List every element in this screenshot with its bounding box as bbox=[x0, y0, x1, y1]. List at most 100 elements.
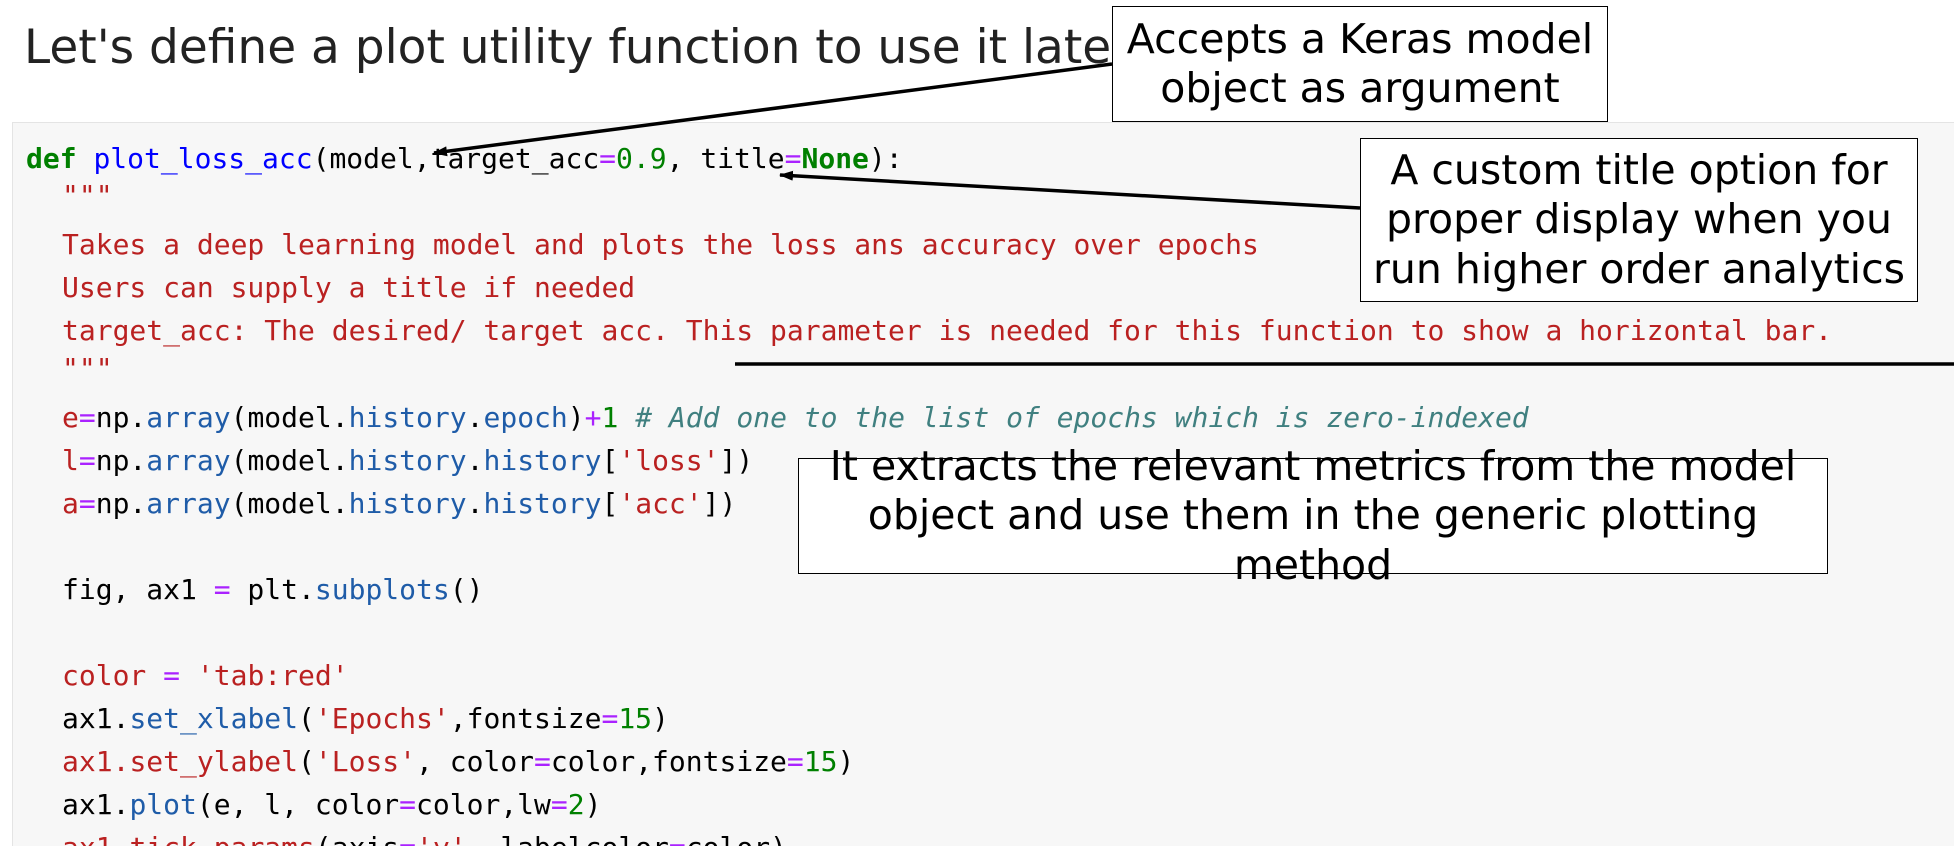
docstring-close: """ bbox=[62, 352, 113, 385]
callout-line: It extracts the relevant metrics from th… bbox=[829, 442, 1797, 491]
docstring-line: Users can supply a title if needed bbox=[62, 271, 636, 304]
code-operator: = bbox=[784, 142, 802, 175]
code-attribute: epoch bbox=[483, 401, 568, 434]
docstring-line: target_acc: The desired/ target acc. Thi… bbox=[62, 314, 1833, 347]
code-token: . bbox=[466, 444, 484, 477]
code-comment: # Add one to the list of epochs which is… bbox=[618, 401, 1529, 434]
code-token: ) bbox=[837, 745, 855, 778]
code-token: plt. bbox=[230, 573, 315, 606]
code-variable: e bbox=[62, 401, 79, 434]
code-token: (model,target_acc bbox=[312, 142, 600, 175]
code-token bbox=[146, 659, 163, 692]
callout-line: proper display when you bbox=[1386, 195, 1892, 244]
code-number: 15 bbox=[803, 745, 838, 778]
keyword-none: None bbox=[801, 142, 869, 175]
code-operator: = bbox=[599, 142, 617, 175]
code-token: (model. bbox=[230, 401, 349, 434]
code-function: array bbox=[146, 401, 231, 434]
code-token: , labelcolor bbox=[467, 831, 669, 846]
code-token: (e, l, color bbox=[196, 788, 400, 821]
code-attribute: history bbox=[348, 487, 467, 520]
code-token: , color bbox=[416, 745, 535, 778]
code-token: ,fontsize bbox=[449, 702, 602, 735]
code-function: tick_params bbox=[129, 831, 314, 846]
code-token: ( bbox=[298, 745, 315, 778]
code-function: array bbox=[146, 444, 231, 477]
code-token: [ bbox=[601, 487, 619, 520]
code-token: ) bbox=[567, 401, 585, 434]
code-token: . bbox=[466, 487, 484, 520]
code-operator: = bbox=[534, 745, 551, 778]
code-operator: = bbox=[786, 745, 804, 778]
function-name: plot_loss_acc bbox=[93, 142, 313, 175]
code-token: color,lw bbox=[416, 788, 551, 821]
code-line-ylabel: ax1.set_ylabel('Loss', color=color,fonts… bbox=[62, 745, 854, 779]
code-string: 'Epochs' bbox=[314, 702, 450, 735]
code-number: 1 bbox=[601, 401, 619, 434]
code-token: (model. bbox=[230, 444, 349, 477]
callout-line: Accepts a Keras model bbox=[1126, 14, 1594, 63]
callout-line: run higher order analytics bbox=[1373, 244, 1905, 293]
code-token: . bbox=[112, 745, 130, 778]
code-token: () bbox=[449, 573, 484, 606]
code-variable: ax1 bbox=[62, 745, 113, 778]
code-token: color) bbox=[686, 831, 787, 846]
code-token: ) bbox=[584, 788, 602, 821]
callout-extract-metrics: It extracts the relevant metrics from th… bbox=[798, 442, 1828, 589]
code-token: color,fontsize bbox=[550, 745, 787, 778]
code-string: 'Loss' bbox=[314, 745, 417, 778]
code-operator: = bbox=[78, 401, 96, 434]
code-function: set_ylabel bbox=[129, 745, 299, 778]
code-string: 'tab:red' bbox=[196, 659, 349, 692]
docstring-line: Takes a deep learning model and plots th… bbox=[62, 228, 1259, 261]
code-line-epochs: e=np.array(model.history.epoch)+1 # Add … bbox=[62, 401, 1529, 435]
code-attribute: history bbox=[483, 444, 602, 477]
code-variable: a bbox=[62, 487, 79, 520]
code-operator: = bbox=[78, 444, 96, 477]
callout-line: A custom title option for bbox=[1390, 146, 1888, 195]
callout-line: object as argument bbox=[1160, 64, 1560, 112]
code-token: , title bbox=[666, 142, 785, 175]
code-string: 'loss' bbox=[618, 444, 720, 477]
code-line-xlabel: ax1.set_xlabel('Epochs',fontsize=15) bbox=[62, 702, 669, 736]
code-function: set_xlabel bbox=[129, 702, 299, 735]
code-line-color: color = 'tab:red' bbox=[62, 659, 349, 693]
code-token: ( bbox=[298, 702, 315, 735]
callout-keras-model: Accepts a Keras model object as argument bbox=[1112, 6, 1608, 122]
code-token: [ bbox=[601, 444, 619, 477]
callout-custom-title: A custom title option for proper display… bbox=[1360, 138, 1918, 302]
callout-line: object and use them in the generic plott… bbox=[867, 491, 1759, 589]
code-token bbox=[180, 659, 197, 692]
code-token: ax1. bbox=[62, 702, 130, 735]
code-token: (model. bbox=[230, 487, 349, 520]
code-operator: + bbox=[584, 401, 602, 434]
code-token: np. bbox=[95, 487, 147, 520]
code-operator: = bbox=[78, 487, 96, 520]
keyword-def: def bbox=[26, 142, 77, 175]
code-string: 'acc' bbox=[618, 487, 703, 520]
code-token: ): bbox=[868, 142, 903, 175]
code-token: ) bbox=[652, 702, 669, 735]
code-operator: = bbox=[601, 702, 619, 735]
code-line-def: def plot_loss_acc(model,target_acc=0.9, … bbox=[26, 142, 903, 176]
code-token: (axis bbox=[315, 831, 399, 846]
code-token: . bbox=[466, 401, 484, 434]
code-operator: = bbox=[550, 788, 568, 821]
code-token: . bbox=[113, 831, 130, 846]
code-line-tick-params: ax1.tick_params(axis='y', labelcolor=col… bbox=[62, 831, 787, 846]
code-line-subplots: fig, ax1 = plt.subplots() bbox=[62, 573, 483, 607]
code-token: np. bbox=[95, 444, 147, 477]
code-number: 0.9 bbox=[616, 142, 667, 175]
code-variable: l bbox=[62, 444, 79, 477]
code-attribute: history bbox=[483, 487, 602, 520]
section-heading: Let's define a plot utility function to … bbox=[24, 20, 1131, 75]
code-function: plot bbox=[129, 788, 197, 821]
code-function: array bbox=[146, 487, 231, 520]
code-variable: ax1 bbox=[62, 831, 113, 846]
code-attribute: history bbox=[348, 444, 467, 477]
code-variable: color bbox=[62, 659, 147, 692]
code-operator: = bbox=[399, 788, 417, 821]
code-operator: = bbox=[163, 659, 181, 692]
code-operator: = bbox=[399, 831, 416, 846]
code-line-loss: l=np.array(model.history.history['loss']… bbox=[62, 444, 753, 478]
